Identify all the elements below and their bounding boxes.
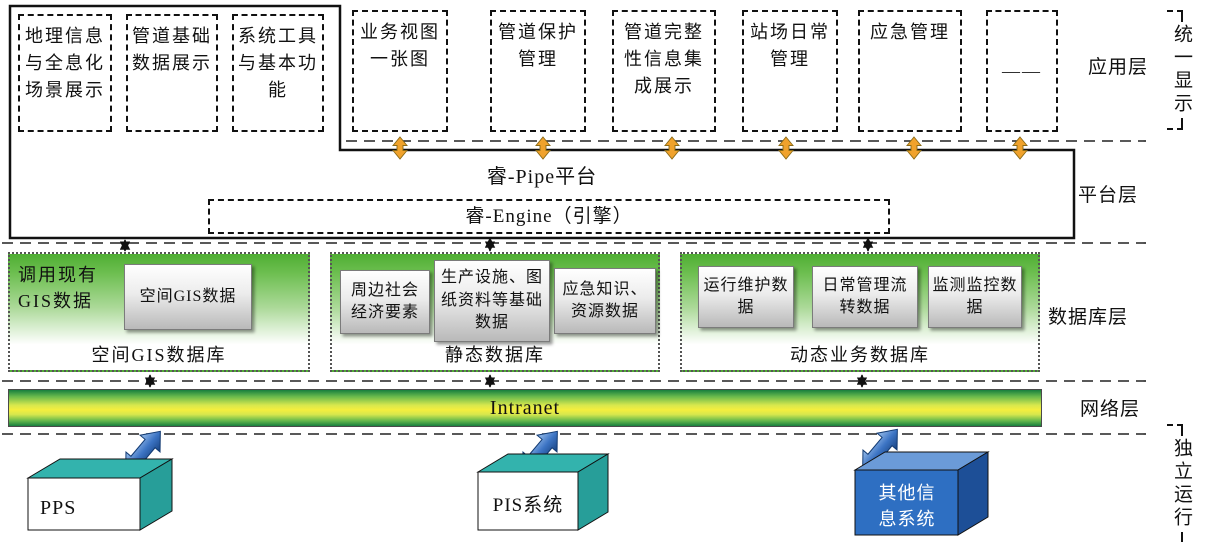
pis-box-3d [476,453,610,531]
unified-display-label: 统一显示 [1171,24,1192,116]
static-item-facility-data: 生产设施、图纸资料等基础数据 [434,260,550,342]
unified-display-bracket: 统一显示 [1166,10,1192,130]
layer-separator-lines [2,140,1146,435]
network-layer-label: 网络层 [1080,399,1141,420]
dynamic-item-monitoring: 监测监控数据 [928,266,1022,328]
app-module-geo-scene: 地理信息与全息化场景展示 [18,14,112,132]
static-item-socioeconomic: 周边社会经济要素 [340,270,430,334]
bracket-dash-top [1166,10,1183,22]
dynamic-item-daily-management: 日常管理流转数据 [812,266,918,328]
app-module-pipeline-protection: 管道保护管理 [490,10,586,132]
dynamic-db-caption: 动态业务数据库 [790,345,930,365]
bracket-dash-bottom [1167,532,1183,542]
bracket-dash-top [1166,424,1183,436]
other-system-label: 其他信息系统 [878,483,936,530]
static-db-caption: 静态数据库 [445,345,545,365]
gis-database-box: 调用现有GIS数据 空间GIS数据 空间GIS数据库 [8,252,310,372]
app-module-ellipsis: —— [986,10,1058,132]
other-system-box-3d [853,451,990,536]
dynamic-item-operation: 运行维护数据 [698,266,794,328]
static-database-box: 周边社会经济要素 生产设施、图纸资料等基础数据 应急知识、资源数据 静态数据库 [330,252,660,372]
platform-outline [8,4,1076,240]
gis-data-item: 空间GIS数据 [124,264,252,330]
independent-operation-label: 独立运行 [1171,438,1192,530]
pps-system-label: PPS [40,497,77,519]
intranet-bar: Intranet [8,389,1042,427]
bracket-dash-bottom [1166,118,1183,130]
dynamic-database-box: 运行维护数据 日常管理流转数据 监测监控数据 动态业务数据库 [680,252,1040,372]
app-module-station-management: 站场日常管理 [742,10,838,132]
engine-box: 睿-Engine（引擎） [208,199,890,234]
app-module-system-tools: 系统工具与基本功能 [232,14,324,132]
app-module-integrity-display: 管道完整性信息集成展示 [612,10,716,132]
gis-note: 调用现有GIS数据 [18,265,98,312]
pps-box-3d [26,458,174,531]
app-module-emergency: 应急管理 [858,10,962,132]
static-item-emergency-knowledge: 应急知识、资源数据 [554,268,656,334]
platform-db-arrows [119,237,874,252]
application-layer-label: 应用层 [1088,57,1149,78]
database-layer-label: 数据库层 [1048,307,1129,328]
pis-system-label: PIS系统 [492,495,564,516]
pipe-platform-label: 睿-Pipe平台 [486,166,598,188]
platform-layer-label: 平台层 [1078,185,1139,206]
gis-db-caption: 空间GIS数据库 [91,345,227,365]
app-module-pipeline-data: 管道基础数据展示 [126,14,218,132]
db-network-arrows [144,374,868,388]
app-module-business-view: 业务视图一张图 [352,10,448,132]
independent-operation-bracket: 独立运行 [1166,424,1192,542]
